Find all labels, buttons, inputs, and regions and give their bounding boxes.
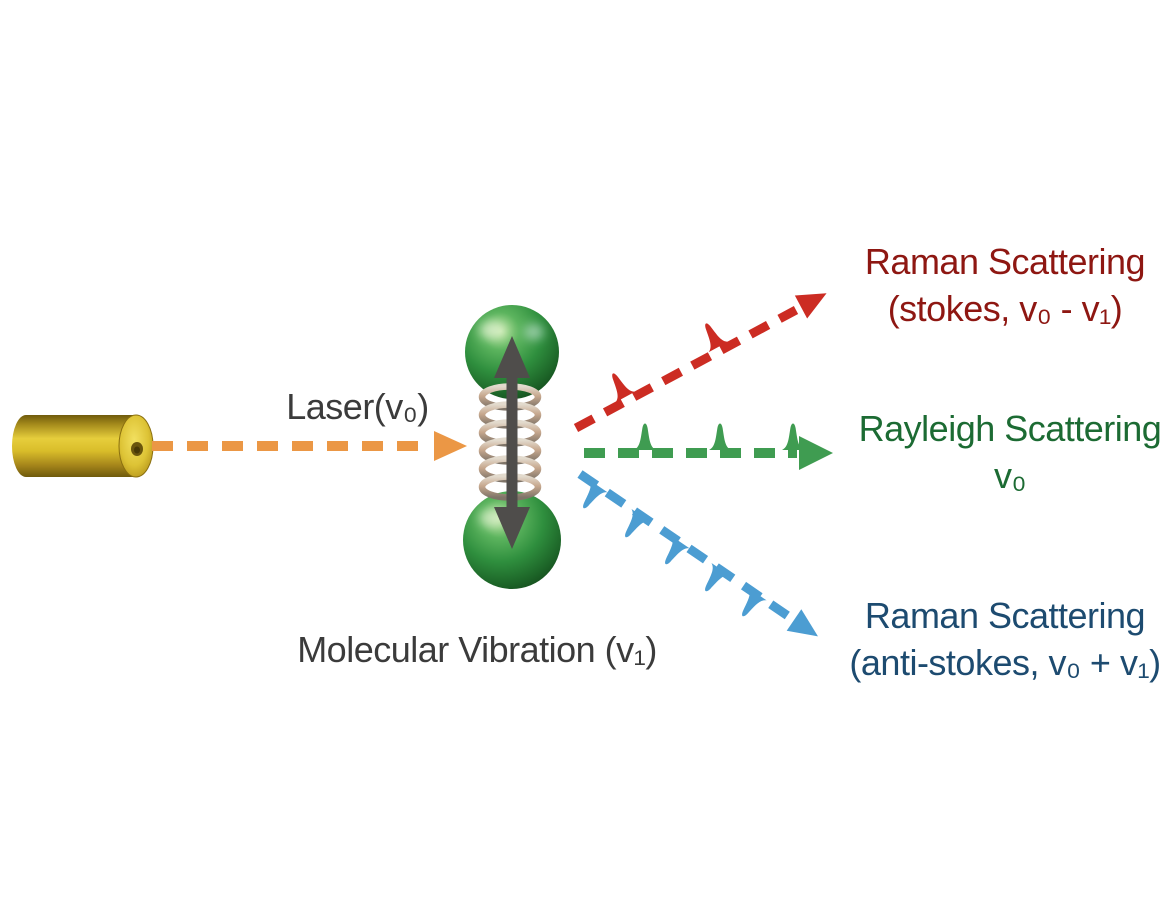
antistokes-label-line1: Raman Scattering [864, 595, 1146, 636]
stokes-scattering-label: Raman Scattering (stokes, v₀ - v₁) [838, 238, 1168, 332]
stokes-label-line1: Raman Scattering [864, 241, 1146, 282]
stokes-label-line2: (stokes, v₀ - v₁) [887, 288, 1123, 329]
molecule-icon [463, 305, 561, 589]
rayleigh-scattering-label: Rayleigh Scattering v₀ [845, 405, 1168, 499]
stokes-peak [603, 368, 636, 403]
laser-cylinder-icon [12, 414, 154, 478]
rayleigh-label-line1: Rayleigh Scattering [858, 408, 1162, 449]
laser-label: Laser(v₀) [286, 386, 429, 427]
antistokes-label-line2: (anti-stokes, v₀ + v₁) [849, 642, 1161, 683]
rayleigh-label-line2: v₀ [994, 455, 1026, 496]
molecular-vibration-label: Molecular Vibration (v₁) [297, 629, 657, 670]
antistokes-peak [656, 535, 690, 571]
laser-beam-arrow [152, 431, 467, 461]
rayleigh-peak [709, 423, 731, 450]
antistokes-scatter-arrow [574, 470, 818, 637]
vibration-arrow-icon [494, 336, 530, 549]
stokes-scatter-arrow [573, 293, 827, 432]
rayleigh-peak [634, 423, 656, 450]
rayleigh-scatter-arrow [584, 423, 833, 470]
antistokes-peak [574, 479, 608, 515]
antistokes-scattering-label: Raman Scattering (anti-stokes, v₀ + v₁) [838, 592, 1168, 686]
